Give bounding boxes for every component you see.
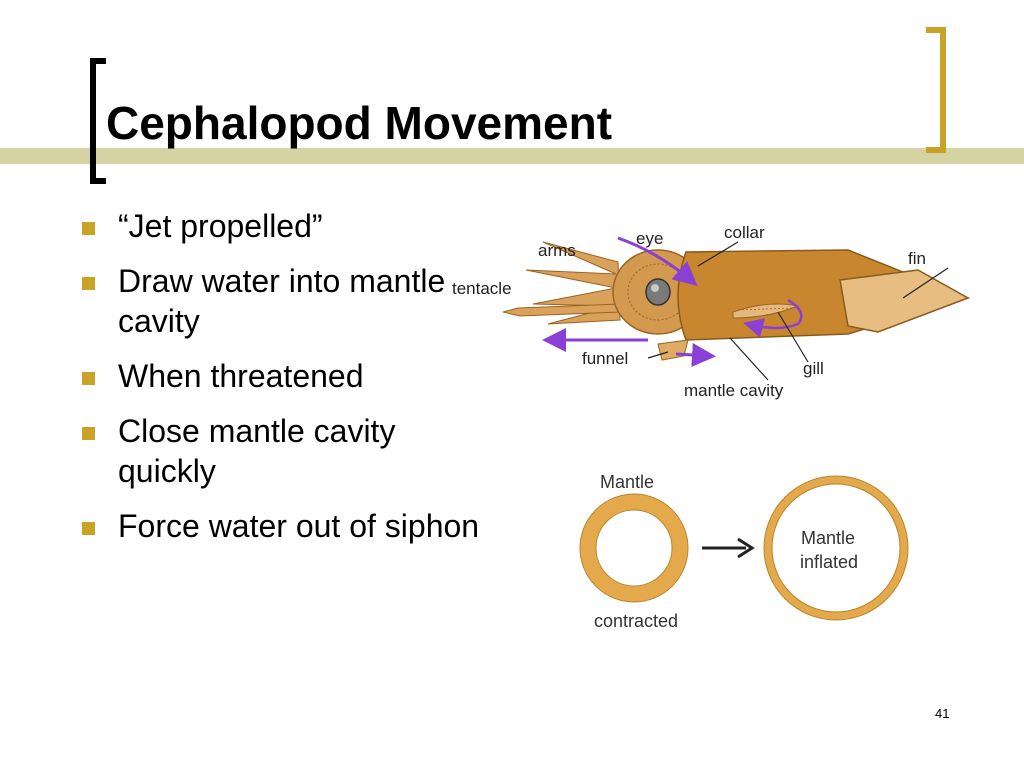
label-mantle: Mantle — [600, 472, 654, 492]
label-eye: eye — [636, 229, 663, 248]
label-arms: arms — [538, 241, 576, 260]
bullet-text: “Jet propelled” — [118, 208, 323, 244]
eye-icon — [645, 278, 671, 306]
bullet-text: Force water out of siphon — [118, 508, 480, 544]
label-inflated-line1: Mantle — [801, 528, 855, 548]
label-collar: collar — [724, 223, 765, 242]
bullet-text: Draw water into mantle cavity — [118, 263, 446, 339]
bullet-text: Close mantle cavity quickly — [118, 413, 396, 489]
bullet-text: When threatened — [118, 358, 364, 394]
label-funnel: funnel — [582, 349, 628, 368]
label-mantle-cavity: mantle cavity — [684, 381, 784, 400]
bullet-item: Draw water into mantle cavity — [82, 261, 502, 341]
label-tentacle: tentacle — [452, 279, 512, 298]
label-fin: fin — [908, 249, 926, 268]
bullet-square-icon — [82, 372, 95, 385]
contracted-mantle-ring — [580, 494, 688, 602]
mantle-diagram: Mantle contracted Mantle inflated — [579, 472, 909, 631]
bullet-item: When threatened — [82, 356, 502, 396]
squid-diagram: eye collar arms fin tentacle funnel gill… — [452, 223, 971, 400]
bullet-list: “Jet propelled” Draw water into mantle c… — [82, 206, 502, 561]
label-gill: gill — [803, 359, 824, 378]
left-bracket — [90, 58, 106, 184]
bullet-item: Close mantle cavity quickly — [82, 411, 502, 491]
label-contracted: contracted — [594, 611, 678, 631]
bullet-square-icon — [82, 277, 95, 290]
arrow-right-icon — [702, 537, 755, 559]
bullet-square-icon — [82, 522, 95, 535]
slide-title: Cephalopod Movement — [106, 100, 617, 146]
bullet-square-icon — [82, 222, 95, 235]
right-bracket — [926, 27, 946, 153]
bullet-item: Force water out of siphon — [82, 506, 502, 546]
inflated-mantle-ring — [764, 476, 908, 620]
bullet-square-icon — [82, 427, 95, 440]
bullet-item: “Jet propelled” — [82, 206, 502, 246]
label-inflated-line2: inflated — [800, 552, 858, 572]
title-rule — [0, 148, 1024, 164]
page-number: 41 — [935, 706, 950, 721]
